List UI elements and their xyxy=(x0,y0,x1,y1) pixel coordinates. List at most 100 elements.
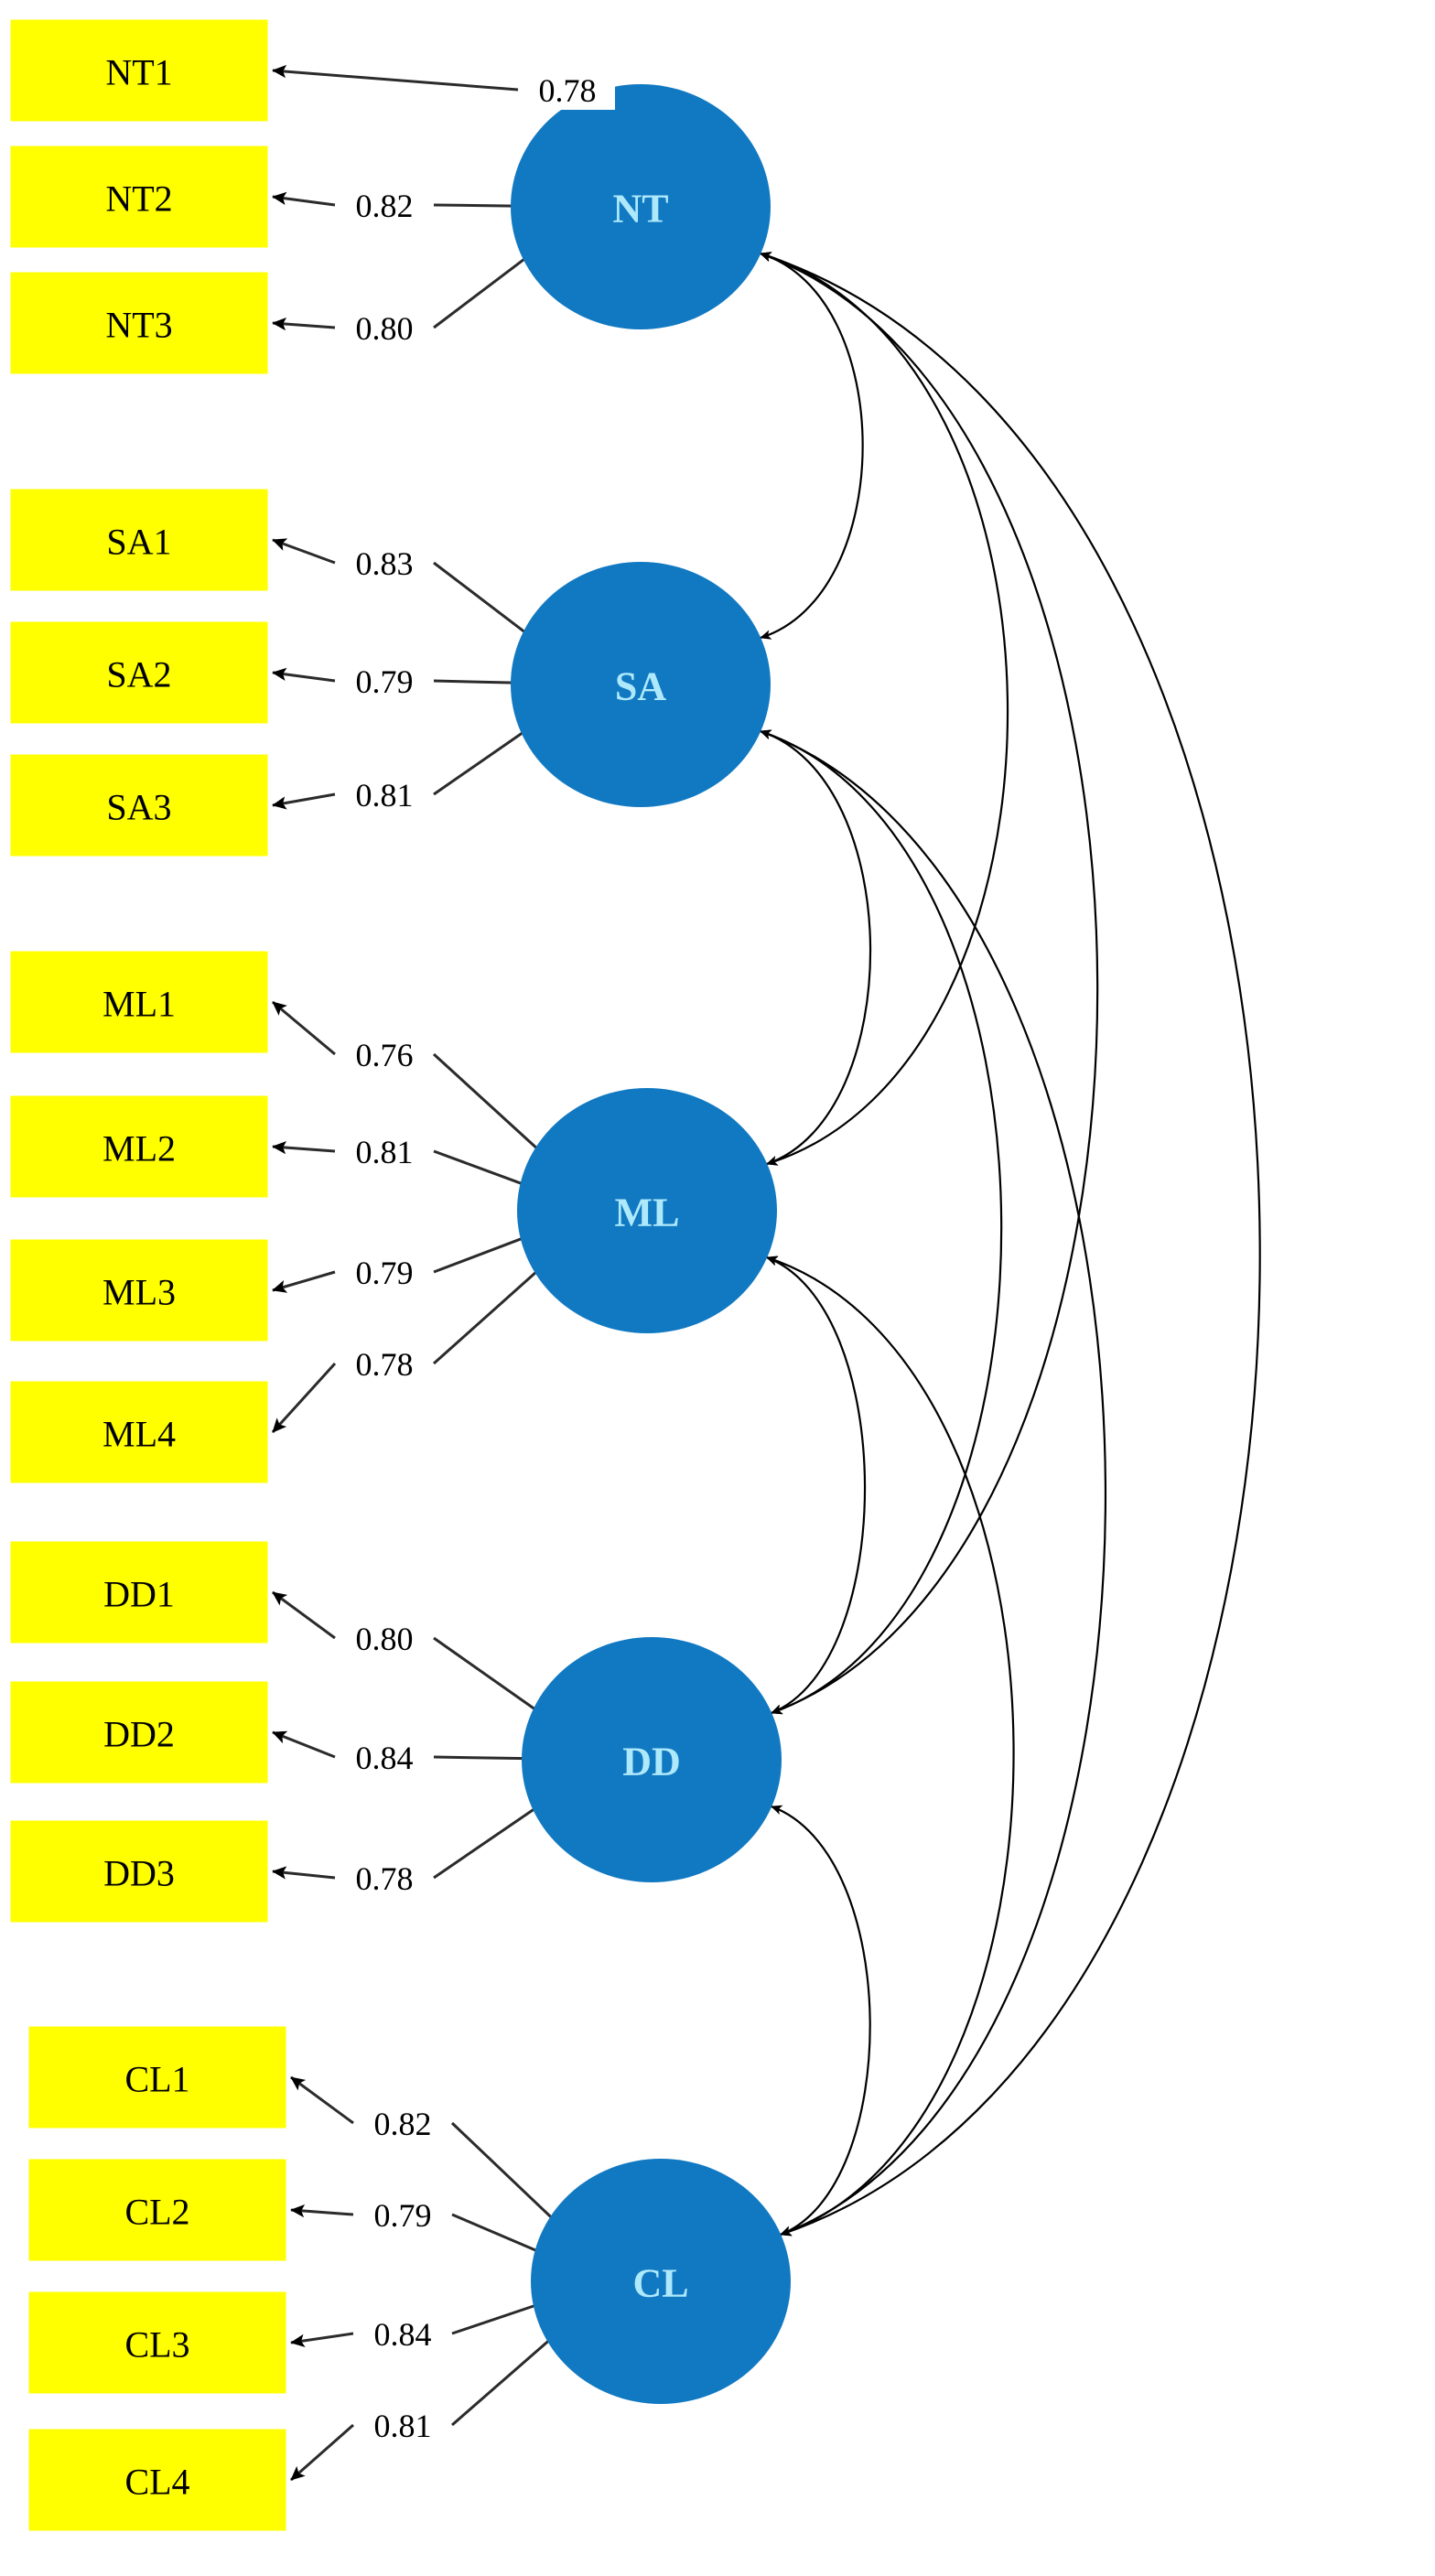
indicator-label: ML4 xyxy=(102,1414,176,1455)
indicator-label: DD3 xyxy=(103,1853,175,1894)
loading-line-nt2-outer xyxy=(433,203,515,208)
latent-node-ml[interactable]: ML xyxy=(517,1088,777,1333)
loading-line-cl2-inner xyxy=(290,2204,354,2218)
loading-value-ml4: 0.78 xyxy=(356,1346,414,1383)
indicator-label: ML1 xyxy=(102,984,176,1025)
indicator-rect xyxy=(10,1541,268,1644)
loading-line-cl1-inner xyxy=(290,2075,354,2125)
loading-value-sa3: 0.81 xyxy=(356,777,414,814)
indicator-rect xyxy=(10,489,268,591)
latent-node-sa[interactable]: SA xyxy=(511,562,771,807)
indicator-label: SA3 xyxy=(106,787,171,828)
loading-line-dd1-outer xyxy=(433,1636,538,1712)
loading-value-cl3: 0.84 xyxy=(374,2316,432,2353)
indicator-box-sa1[interactable]: SA1 xyxy=(10,489,268,591)
indicator-rect xyxy=(10,1381,268,1483)
covariance-arc-sa-cl xyxy=(760,729,1107,2236)
indicator-label: ML2 xyxy=(102,1128,176,1169)
loading-value-sa2: 0.79 xyxy=(356,663,414,700)
indicator-label: ML3 xyxy=(102,1272,176,1313)
indicator-rect xyxy=(10,1095,268,1198)
indicator-box-dd3[interactable]: DD3 xyxy=(10,1820,268,1923)
latent-label: SA xyxy=(615,664,666,709)
latent-variable-layer: NT SA ML DD CL xyxy=(511,84,791,2404)
loading-value-nt3: 0.80 xyxy=(356,310,414,347)
indicator-rect xyxy=(10,754,268,857)
loading-value-sa1: 0.83 xyxy=(356,545,414,582)
indicator-box-nt1[interactable]: NT1 xyxy=(10,19,268,122)
latent-node-cl[interactable]: CL xyxy=(531,2159,791,2404)
loading-label-backdrop xyxy=(337,1252,432,1292)
latent-ellipse xyxy=(522,1637,782,1882)
indicator-box-sa2[interactable]: SA2 xyxy=(10,621,268,724)
loading-line-dd1-inner xyxy=(272,1590,336,1640)
loading-label-backdrop xyxy=(520,70,615,110)
latent-ellipse xyxy=(511,84,771,329)
loading-line-ml1-outer xyxy=(432,1052,540,1151)
indicator-box-cl3[interactable]: CL3 xyxy=(28,2291,286,2394)
indicator-label: CL2 xyxy=(124,2192,189,2233)
covariance-arc-nt-ml xyxy=(760,252,1009,1166)
loading-label-backdrop xyxy=(337,661,432,701)
covariance-arc-dd-cl xyxy=(771,1805,871,2236)
loading-line-nt3-outer xyxy=(433,256,528,329)
loading-line-sa1-inner xyxy=(272,538,336,565)
indicator-rect xyxy=(10,621,268,724)
indicator-box-cl1[interactable]: CL1 xyxy=(28,2026,286,2129)
covariance-arc-sa-dd xyxy=(760,729,1003,1715)
covariance-arc-ml-dd xyxy=(766,1256,867,1715)
indicator-box-dd2[interactable]: DD2 xyxy=(10,1681,268,1784)
loading-label-backdrop xyxy=(337,1034,432,1074)
loading-line-cl3-outer xyxy=(451,2303,538,2335)
indicator-box-cl4[interactable]: CL4 xyxy=(28,2429,286,2531)
factor-loading-layer xyxy=(271,64,618,2482)
covariance-arc-nt-sa xyxy=(760,252,864,640)
indicator-box-nt2[interactable]: NT2 xyxy=(10,146,268,248)
latent-label: DD xyxy=(622,1740,681,1784)
indicator-box-dd1[interactable]: DD1 xyxy=(10,1541,268,1644)
indicator-rect xyxy=(28,2291,286,2394)
indicator-rect xyxy=(28,2429,286,2531)
latent-node-dd[interactable]: DD xyxy=(522,1637,782,1882)
loading-value-nt2: 0.82 xyxy=(356,188,414,224)
latent-label: ML xyxy=(615,1191,680,1235)
loading-line-ml2-inner xyxy=(272,1140,336,1155)
loading-label-backdrop xyxy=(355,2313,450,2354)
loading-line-nt3-inner xyxy=(272,317,336,331)
loading-label-layer: 0.780.820.800.830.790.810.760.810.790.78… xyxy=(337,70,615,2445)
indicator-label: NT1 xyxy=(105,52,172,93)
loading-label-backdrop xyxy=(355,2194,450,2235)
loading-line-cl4-outer xyxy=(451,2338,552,2427)
indicator-label: CL1 xyxy=(124,2059,189,2100)
indicator-rect xyxy=(10,19,268,122)
loading-line-sa3-inner xyxy=(272,792,336,810)
loading-label-backdrop xyxy=(355,2103,450,2143)
loading-label-backdrop xyxy=(337,1343,432,1384)
loading-value-cl2: 0.79 xyxy=(374,2197,432,2234)
indicator-box-layer: NT1NT2NT3SA1SA2SA3ML1ML2ML3ML4DD1DD2DD3C… xyxy=(10,19,286,2531)
loading-line-dd2-outer xyxy=(433,1755,526,1761)
loading-label-backdrop xyxy=(337,185,432,225)
loading-value-dd2: 0.84 xyxy=(356,1740,414,1776)
latent-ellipse xyxy=(531,2159,791,2404)
covariance-arc-layer xyxy=(760,252,1261,2236)
loading-value-ml3: 0.79 xyxy=(356,1255,414,1291)
indicator-box-ml3[interactable]: ML3 xyxy=(10,1239,268,1342)
indicator-label: DD2 xyxy=(103,1714,175,1755)
loading-value-dd1: 0.80 xyxy=(356,1621,414,1657)
indicator-box-nt3[interactable]: NT3 xyxy=(10,272,268,374)
indicator-box-sa3[interactable]: SA3 xyxy=(10,754,268,857)
loading-line-nt2-inner xyxy=(272,191,336,207)
loading-label-backdrop xyxy=(337,1737,432,1777)
indicator-rect xyxy=(28,2026,286,2129)
indicator-box-ml1[interactable]: ML1 xyxy=(10,951,268,1053)
indicator-box-ml2[interactable]: ML2 xyxy=(10,1095,268,1198)
loading-line-sa1-outer xyxy=(433,561,528,635)
loading-label-backdrop xyxy=(337,307,432,348)
latent-node-nt[interactable]: NT xyxy=(511,84,771,329)
indicator-box-cl2[interactable]: CL2 xyxy=(28,2159,286,2261)
loading-line-ml4-inner xyxy=(271,1362,337,1434)
indicator-box-ml4[interactable]: ML4 xyxy=(10,1381,268,1483)
